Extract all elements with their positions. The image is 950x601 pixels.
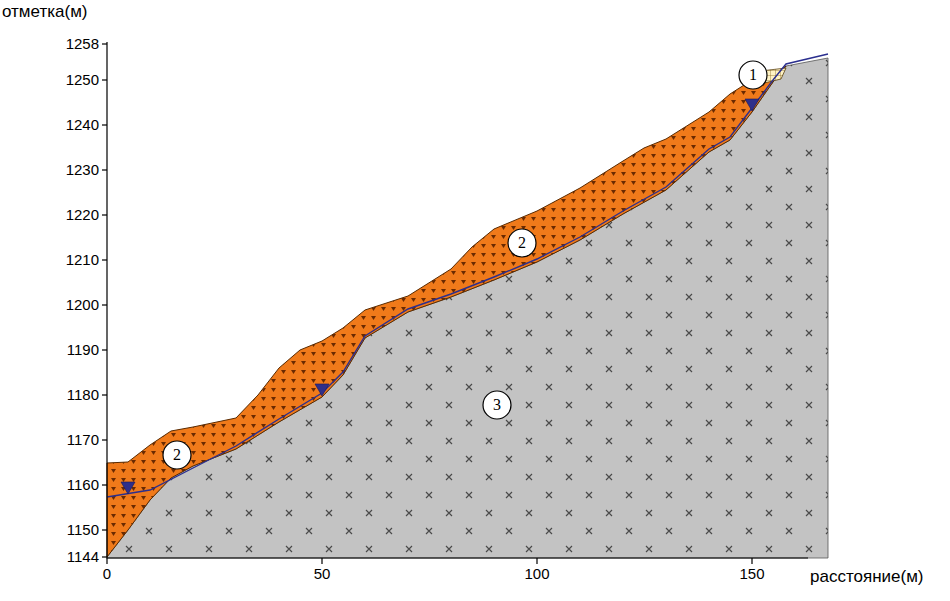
callout-number: 2 bbox=[173, 446, 181, 464]
axis-tick bbox=[102, 529, 107, 530]
axis-line bbox=[107, 42, 808, 558]
callout-number: 2 bbox=[518, 234, 526, 252]
tick-label: 1190 bbox=[67, 342, 99, 359]
callout-circle: 1 bbox=[738, 60, 768, 90]
axis-tick bbox=[102, 124, 107, 125]
tick-label: 1160 bbox=[67, 477, 99, 494]
callout-circle: 3 bbox=[482, 390, 512, 420]
axis-tick bbox=[102, 259, 107, 260]
axis-tick bbox=[102, 439, 107, 440]
water-table-line bbox=[107, 54, 828, 497]
callout-circle-shape bbox=[163, 441, 191, 469]
tick-label: 1258 bbox=[66, 36, 99, 53]
water-level-marker bbox=[745, 99, 759, 111]
tick-label: 1210 bbox=[66, 252, 99, 269]
axis-tick bbox=[106, 558, 107, 564]
axis-tick bbox=[751, 558, 752, 564]
axis-title: расстояние(м) bbox=[810, 568, 924, 587]
water-level-marker bbox=[315, 384, 329, 396]
axis-tick bbox=[102, 556, 107, 557]
axis-tick bbox=[321, 558, 322, 564]
tick-label: 1230 bbox=[66, 162, 99, 179]
callout-circle-shape bbox=[508, 229, 536, 257]
callout-circle-shape bbox=[739, 61, 767, 89]
axis-tick bbox=[102, 169, 107, 170]
tick-label: 1150 bbox=[67, 522, 99, 539]
water-level-marker bbox=[121, 482, 135, 494]
axis-tick bbox=[102, 214, 107, 215]
axis-tick bbox=[536, 558, 537, 564]
axis-tick bbox=[102, 79, 107, 80]
axis-tick bbox=[102, 484, 107, 485]
bedrock-layer bbox=[107, 58, 828, 558]
tick-label: 1180 bbox=[67, 387, 99, 404]
axis-tick bbox=[102, 349, 107, 350]
tick-label: 1240 bbox=[66, 117, 99, 134]
callout-circle: 2 bbox=[507, 228, 537, 258]
tick-label: 1220 bbox=[66, 207, 99, 224]
callout-number: 3 bbox=[493, 396, 501, 414]
tick-label: 1200 bbox=[66, 297, 99, 314]
tick-label: 150 bbox=[739, 566, 764, 583]
tick-label: 50 bbox=[314, 566, 331, 583]
tick-label: 0 bbox=[103, 566, 111, 583]
axis-tick bbox=[102, 394, 107, 395]
tick-label: 100 bbox=[524, 566, 549, 583]
axis-tick bbox=[102, 304, 107, 305]
tick-label: 1250 bbox=[66, 72, 99, 89]
axis-title: отметка(м) bbox=[2, 3, 88, 22]
tick-label: 1144 bbox=[67, 549, 99, 566]
overburden-layer bbox=[107, 66, 786, 557]
callout-circle-shape bbox=[483, 391, 511, 419]
callout-circle: 2 bbox=[162, 440, 192, 470]
tick-label: 1170 bbox=[67, 432, 99, 449]
callout-number: 1 bbox=[749, 66, 757, 84]
axis-tick bbox=[102, 43, 107, 44]
